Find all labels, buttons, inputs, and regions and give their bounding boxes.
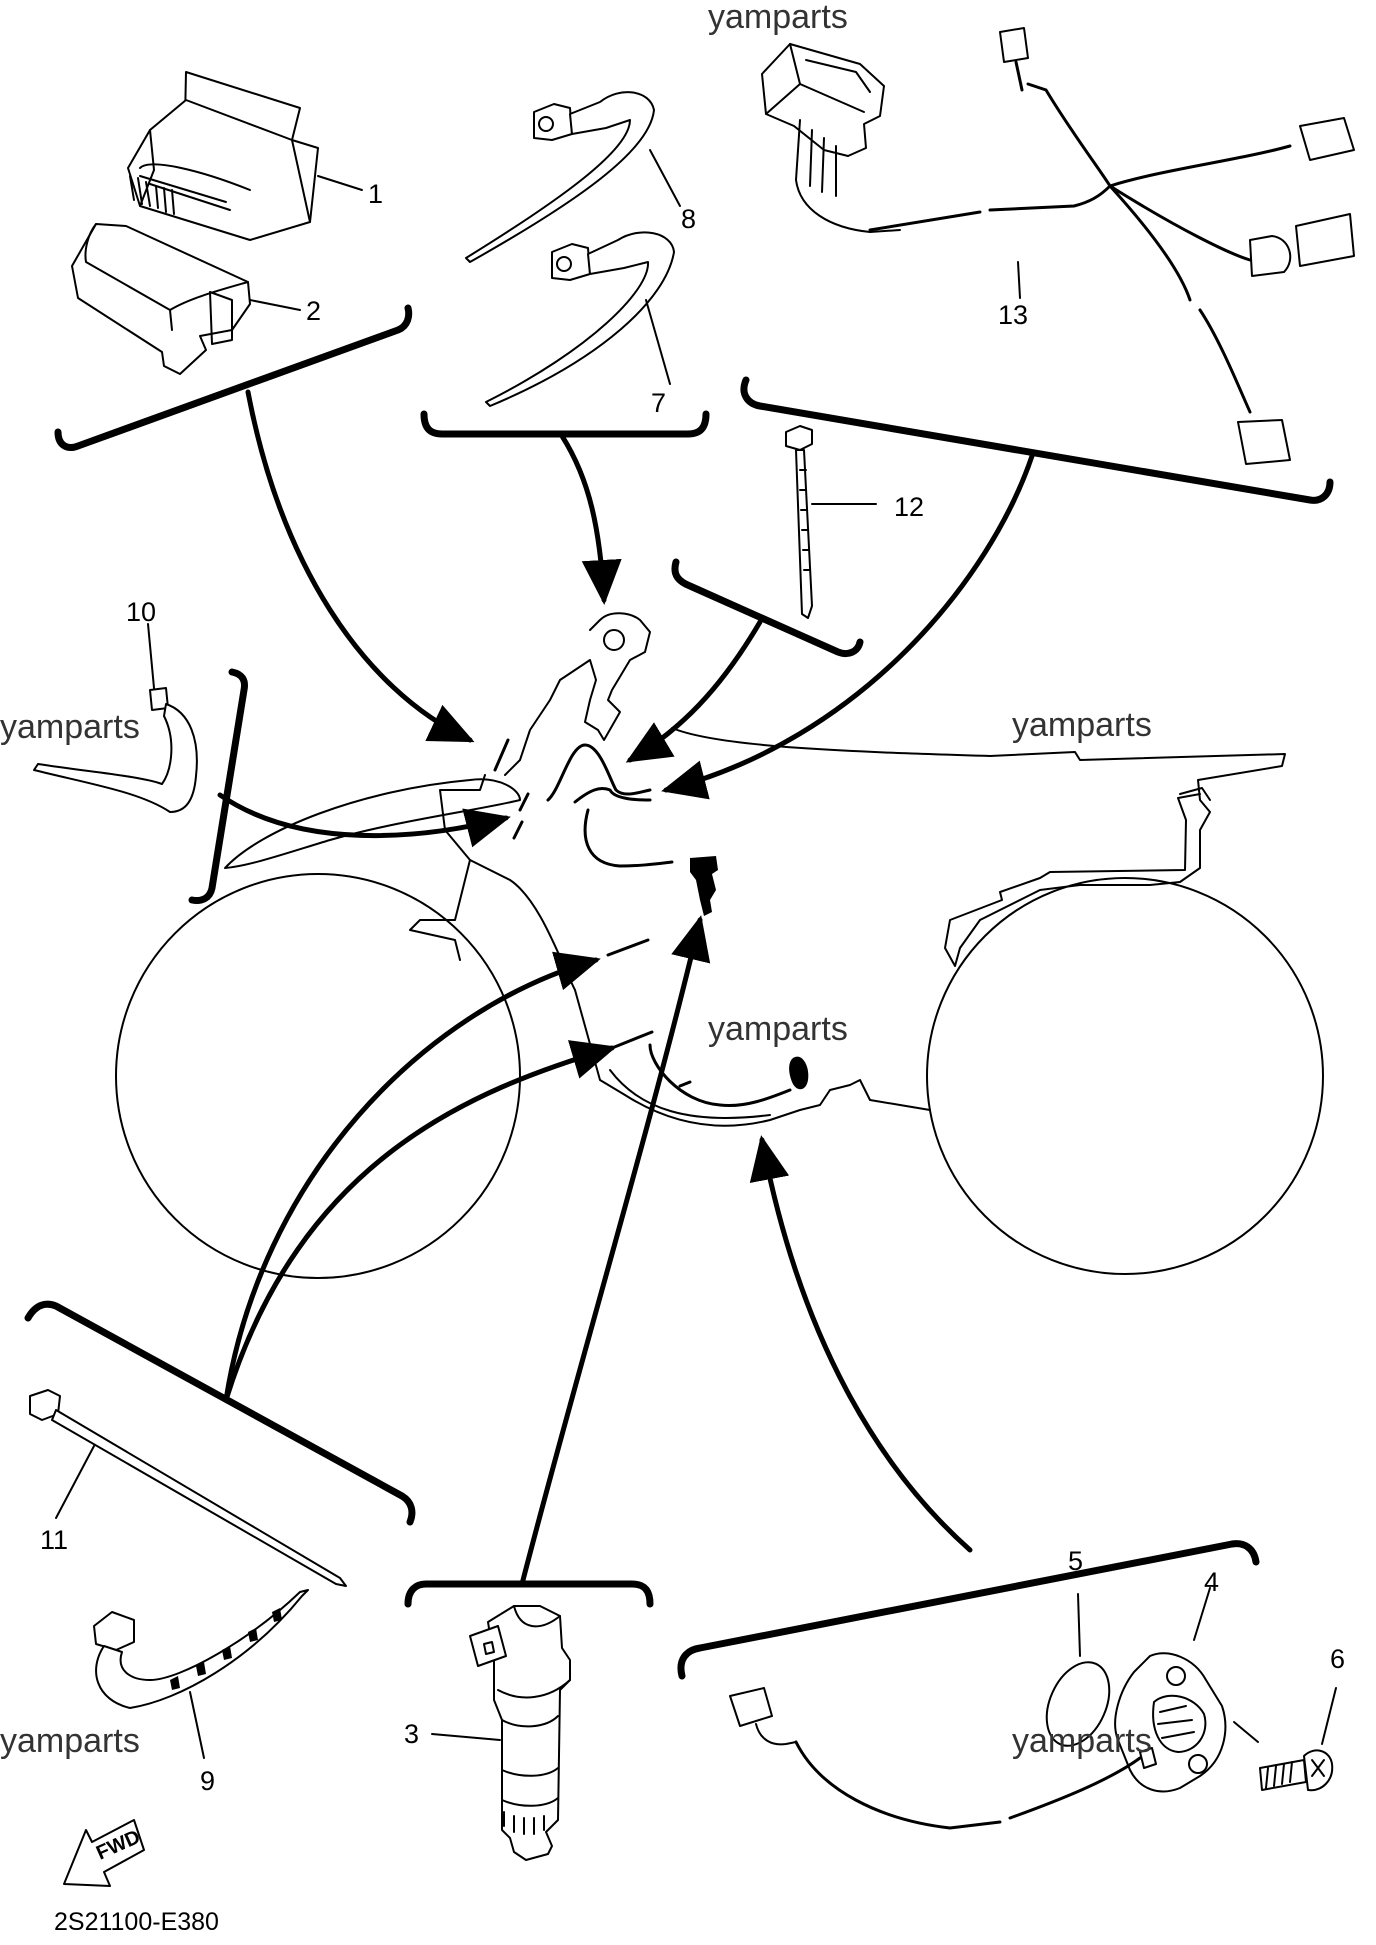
- callout-numbers: 1 2 3 4 5 6 7 8 9 10 11 12 13: [40, 179, 1345, 1796]
- ignition-coil-on-bike: [690, 856, 718, 916]
- part-4-sensor: [1114, 1587, 1227, 1793]
- diagram-code: 2S21100-E380: [54, 1908, 219, 1936]
- steering-stem: [603, 629, 625, 651]
- callout-13: 13: [998, 300, 1028, 330]
- front-fender: [224, 778, 521, 869]
- part-8-lead-band: [465, 91, 681, 263]
- watermark: yamparts: [0, 708, 140, 746]
- bracket-top-left: [54, 304, 413, 451]
- bracket-bottom-right: [677, 1540, 1260, 1680]
- callout-7: 7: [651, 388, 666, 418]
- part-13-sub-harness: [761, 27, 1355, 465]
- arrow-lead-bands: [559, 433, 622, 605]
- bracket-bottom-middle: [404, 1580, 654, 1608]
- part-5-o-ring: [1045, 1593, 1111, 1747]
- part-1-cdi-unit: [127, 71, 363, 241]
- leader-arrows: [217, 389, 1035, 1587]
- bracket-top-middle: [420, 410, 710, 438]
- part-10-lead-band: [33, 623, 198, 813]
- part-11-cable-tie: [29, 1389, 347, 1587]
- callout-11: 11: [40, 1525, 68, 1555]
- front-wheel: [115, 873, 521, 1279]
- bracket-tie-12: [671, 558, 864, 658]
- bracket-left-10: [188, 668, 248, 904]
- watermark: yamparts: [708, 1010, 848, 1048]
- callout-2: 2: [306, 296, 321, 326]
- part-9-lead-band: [93, 1589, 309, 1759]
- arrow-sensor: [749, 1135, 973, 1553]
- swingarm-bottom: [609, 1069, 771, 1119]
- callout-1: 1: [368, 179, 383, 209]
- arrow-ecu: [245, 389, 475, 743]
- part-6-bolt: [1233, 1687, 1337, 1792]
- harness-on-bike: [546, 743, 792, 1108]
- arrow-sub-harness: [661, 453, 1035, 800]
- callout-12: 12: [894, 492, 924, 522]
- group-brackets: [24, 304, 1334, 1680]
- body-silhouette: [671, 727, 1286, 967]
- part-7-lead-band: [485, 231, 675, 407]
- watermark: yamparts: [1012, 1722, 1152, 1760]
- part-12-cable-tie: [785, 425, 877, 619]
- callout-3: 3: [404, 1719, 419, 1749]
- callout-5: 5: [1068, 1546, 1083, 1576]
- callout-4: 4: [1204, 1567, 1219, 1597]
- steering-head: [504, 612, 651, 776]
- arrow-tie-11b: [223, 1040, 617, 1403]
- watermark: yamparts: [0, 1722, 140, 1760]
- callout-10: 10: [126, 597, 156, 627]
- part-3-ignition-coil: [431, 1605, 571, 1861]
- rear-wheel: [926, 877, 1324, 1275]
- callout-9: 9: [200, 1766, 215, 1796]
- fender-tip: [1179, 787, 1211, 801]
- callout-8: 8: [681, 204, 696, 234]
- watermarks: yamparts yamparts yamparts yamparts yamp…: [0, 0, 1152, 1760]
- bracket-top-right: [740, 376, 1334, 504]
- bracket-bottom-left: [24, 1300, 416, 1526]
- watermark: yamparts: [708, 0, 848, 36]
- arrow-ignition-coil: [519, 915, 711, 1587]
- part-2-relay-box: [71, 223, 301, 375]
- fork-and-frame: [409, 774, 931, 1127]
- sensor-on-bike: [789, 1056, 809, 1090]
- watermark: yamparts: [1012, 706, 1152, 744]
- fwd-direction-arrow: FWD: [63, 1819, 145, 1887]
- motorcycle-outline: [115, 612, 1324, 1279]
- arrow-tie-12: [625, 619, 763, 763]
- callout-6: 6: [1330, 1644, 1345, 1674]
- part-4-sensor-lead: [729, 1687, 1157, 1830]
- arrow-tie-11a: [223, 951, 601, 1403]
- tie-marks: [493, 738, 692, 1088]
- arrow-band-10: [217, 792, 511, 848]
